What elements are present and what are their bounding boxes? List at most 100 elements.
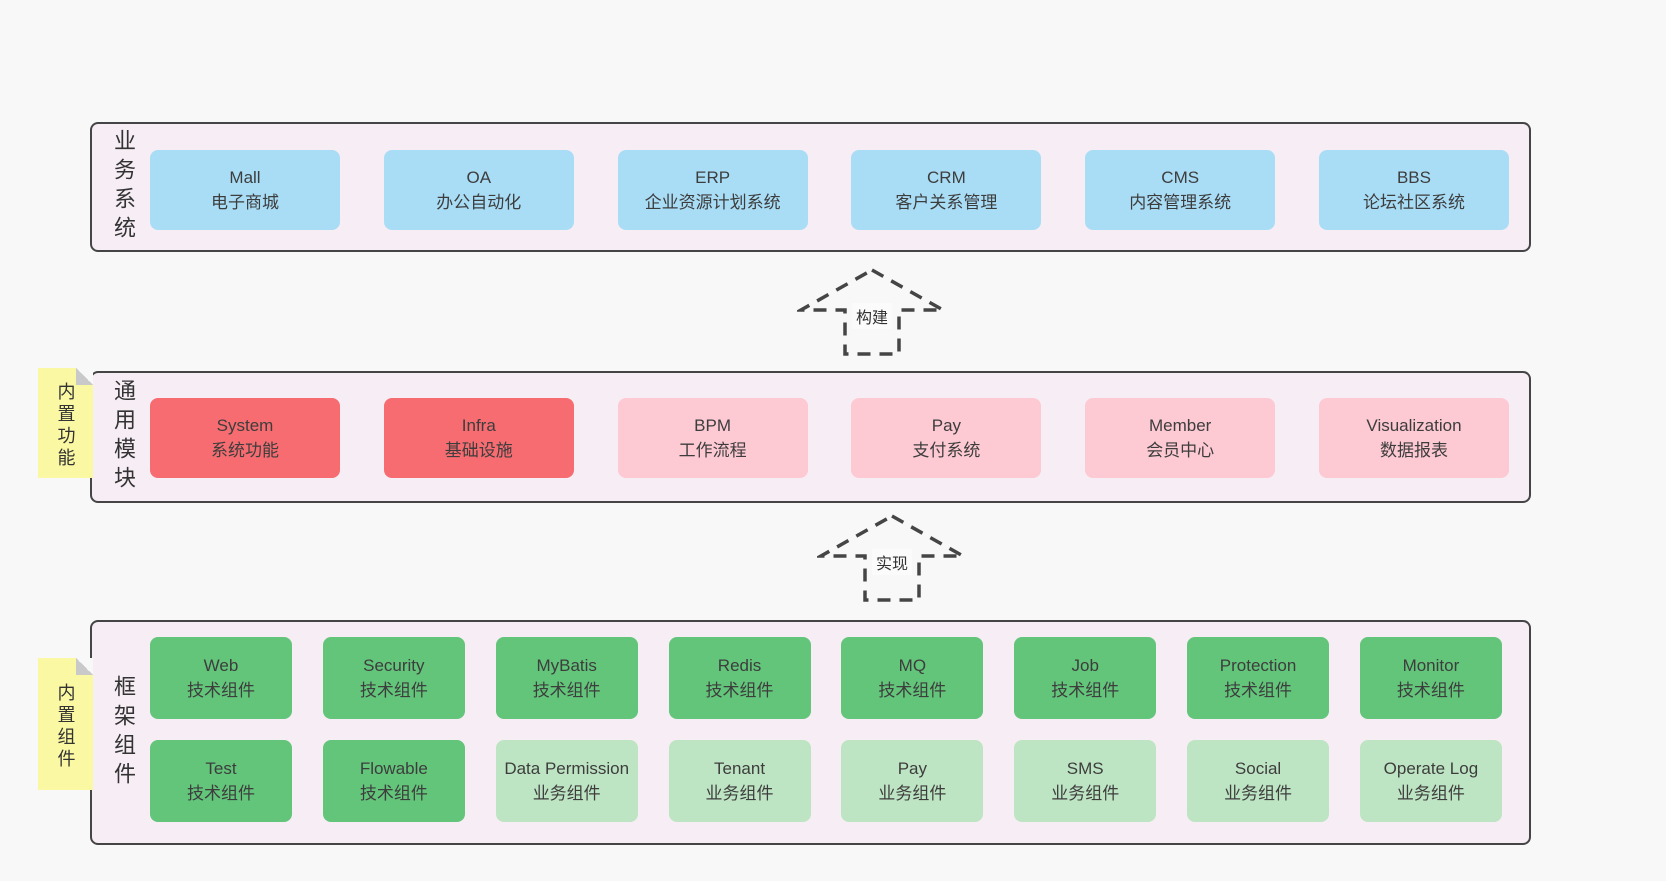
box-social-name: Social [1234, 759, 1282, 778]
box-mq-name: MQ [898, 656, 927, 675]
box-pay-module: Pay 支付系统 [851, 398, 1042, 478]
box-mybatis: MyBatis 技术组件 [495, 637, 638, 719]
section-common-modules: 通用模块 System 系统功能 Infra 基础设施 BPM 工作流程 Pay… [90, 371, 1531, 503]
section-business-label: 业务系统 [111, 129, 136, 245]
box-operate-log-name: Operate Log [1383, 759, 1479, 778]
box-mq: MQ 技术组件 [841, 637, 984, 719]
sticky-note-built-in-features: 内置功能 [38, 368, 93, 478]
box-mybatis-name: MyBatis [536, 656, 597, 675]
box-bpm-name: BPM [694, 416, 732, 435]
box-visualization-desc: 数据报表 [1379, 441, 1448, 460]
box-erp: ERP 企业资源计划系统 [617, 150, 808, 230]
box-redis: Redis 技术组件 [668, 637, 811, 719]
box-operate-log-desc: 业务组件 [1396, 784, 1465, 803]
box-sms-desc: 业务组件 [1051, 784, 1120, 803]
box-bbs: BBS 论坛社区系统 [1318, 150, 1509, 230]
box-social-desc: 业务组件 [1224, 784, 1293, 803]
section-business-systems: 业务系统 Mall 电子商城 OA 办公自动化 ERP 企业资源计划系统 CRM… [90, 122, 1531, 252]
box-mybatis-desc: 技术组件 [532, 681, 601, 700]
dashed-up-arrow-icon [797, 267, 947, 356]
box-sms: SMS 业务组件 [1014, 740, 1157, 822]
box-security-name: Security [363, 656, 425, 675]
box-tenant-desc: 业务组件 [705, 784, 774, 803]
box-monitor-name: Monitor [1402, 656, 1460, 675]
box-job-desc: 技术组件 [1051, 681, 1120, 700]
box-mall-name: Mall [229, 168, 261, 187]
box-web: Web 技术组件 [150, 637, 292, 719]
box-infra-name: Infra [461, 416, 496, 435]
box-social: Social 业务组件 [1187, 740, 1330, 822]
note-fold-corner [76, 658, 93, 675]
box-crm-name: CRM [927, 168, 966, 187]
box-test: Test 技术组件 [150, 740, 292, 822]
box-pay-component-name: Pay [897, 759, 928, 778]
box-visualization: Visualization 数据报表 [1318, 398, 1509, 478]
note-fold-corner [76, 368, 93, 385]
box-sms-name: SMS [1066, 759, 1104, 778]
box-member-desc: 会员中心 [1146, 441, 1215, 460]
box-system-desc: 系统功能 [211, 441, 279, 460]
box-data-permission: Data Permission 业务组件 [495, 740, 638, 822]
sticky-note-built-in-components: 内置组件 [38, 658, 93, 790]
box-flowable-name: Flowable [359, 759, 428, 778]
box-security-desc: 技术组件 [359, 681, 428, 700]
modules-box-row: System 系统功能 Infra 基础设施 BPM 工作流程 Pay 支付系统… [150, 398, 1509, 478]
box-visualization-name: Visualization [1366, 416, 1462, 435]
box-test-name: Test [205, 759, 237, 778]
box-member-name: Member [1149, 416, 1212, 435]
components-box-row-1: Web 技术组件 Security 技术组件 MyBatis 技术组件 Redi… [150, 637, 1502, 719]
box-crm: CRM 客户关系管理 [851, 150, 1042, 230]
box-test-desc: 技术组件 [187, 784, 255, 803]
section-framework-components: 框架组件 Web 技术组件 Security 技术组件 MyBatis 技术组件… [90, 620, 1531, 845]
box-job: Job 技术组件 [1014, 637, 1157, 719]
box-bbs-desc: 论坛社区系统 [1362, 193, 1465, 212]
box-member: Member 会员中心 [1085, 398, 1276, 478]
box-infra: Infra 基础设施 [383, 398, 574, 478]
box-data-permission-desc: 业务组件 [532, 784, 601, 803]
note-built-in-components-text: 内置组件 [55, 683, 76, 771]
arrow-build: 构建 [797, 266, 947, 358]
box-mq-desc: 技术组件 [878, 681, 947, 700]
box-oa-name: OA [466, 168, 492, 187]
box-pay-component-desc: 业务组件 [878, 784, 947, 803]
box-flowable: Flowable 技术组件 [322, 740, 465, 822]
arrow-implement-label: 实现 [871, 549, 913, 575]
box-tenant: Tenant 业务组件 [668, 740, 811, 822]
box-redis-name: Redis [717, 656, 762, 675]
box-operate-log: Operate Log 业务组件 [1359, 740, 1502, 822]
box-pay-component: Pay 业务组件 [841, 740, 984, 822]
box-cms: CMS 内容管理系统 [1085, 150, 1276, 230]
section-modules-label: 通用模块 [111, 379, 136, 495]
box-infra-desc: 基础设施 [444, 441, 513, 460]
box-cms-desc: 内容管理系统 [1129, 193, 1232, 212]
business-box-row: Mall 电子商城 OA 办公自动化 ERP 企业资源计划系统 CRM 客户关系… [150, 150, 1509, 230]
box-erp-name: ERP [695, 168, 731, 187]
box-pay-module-desc: 支付系统 [912, 441, 981, 460]
box-bpm-desc: 工作流程 [678, 441, 747, 460]
components-box-row-2: Test 技术组件 Flowable 技术组件 Data Permission … [150, 740, 1502, 822]
box-protection-name: Protection [1219, 656, 1297, 675]
box-job-name: Job [1071, 656, 1099, 675]
box-monitor-desc: 技术组件 [1396, 681, 1465, 700]
box-data-permission-name: Data Permission [504, 759, 630, 778]
box-oa: OA 办公自动化 [383, 150, 574, 230]
box-erp-desc: 企业资源计划系统 [644, 193, 781, 212]
box-tenant-name: Tenant [714, 759, 766, 778]
box-bpm: BPM 工作流程 [617, 398, 808, 478]
dashed-up-arrow-icon [817, 513, 967, 602]
box-protection: Protection 技术组件 [1187, 637, 1330, 719]
box-flowable-desc: 技术组件 [359, 784, 428, 803]
box-web-desc: 技术组件 [187, 681, 255, 700]
box-mall-desc: 电子商城 [211, 193, 279, 212]
section-components-label: 框架组件 [111, 674, 136, 791]
box-system: System 系统功能 [150, 398, 340, 478]
box-web-name: Web [203, 656, 239, 675]
note-built-in-features-text: 内置功能 [55, 382, 76, 470]
box-bbs-name: BBS [1396, 168, 1431, 187]
box-pay-module-name: Pay [931, 416, 962, 435]
box-security: Security 技术组件 [322, 637, 465, 719]
box-redis-desc: 技术组件 [705, 681, 774, 700]
box-mall: Mall 电子商城 [150, 150, 340, 230]
box-crm-desc: 客户关系管理 [895, 193, 998, 212]
box-oa-desc: 办公自动化 [436, 193, 522, 212]
